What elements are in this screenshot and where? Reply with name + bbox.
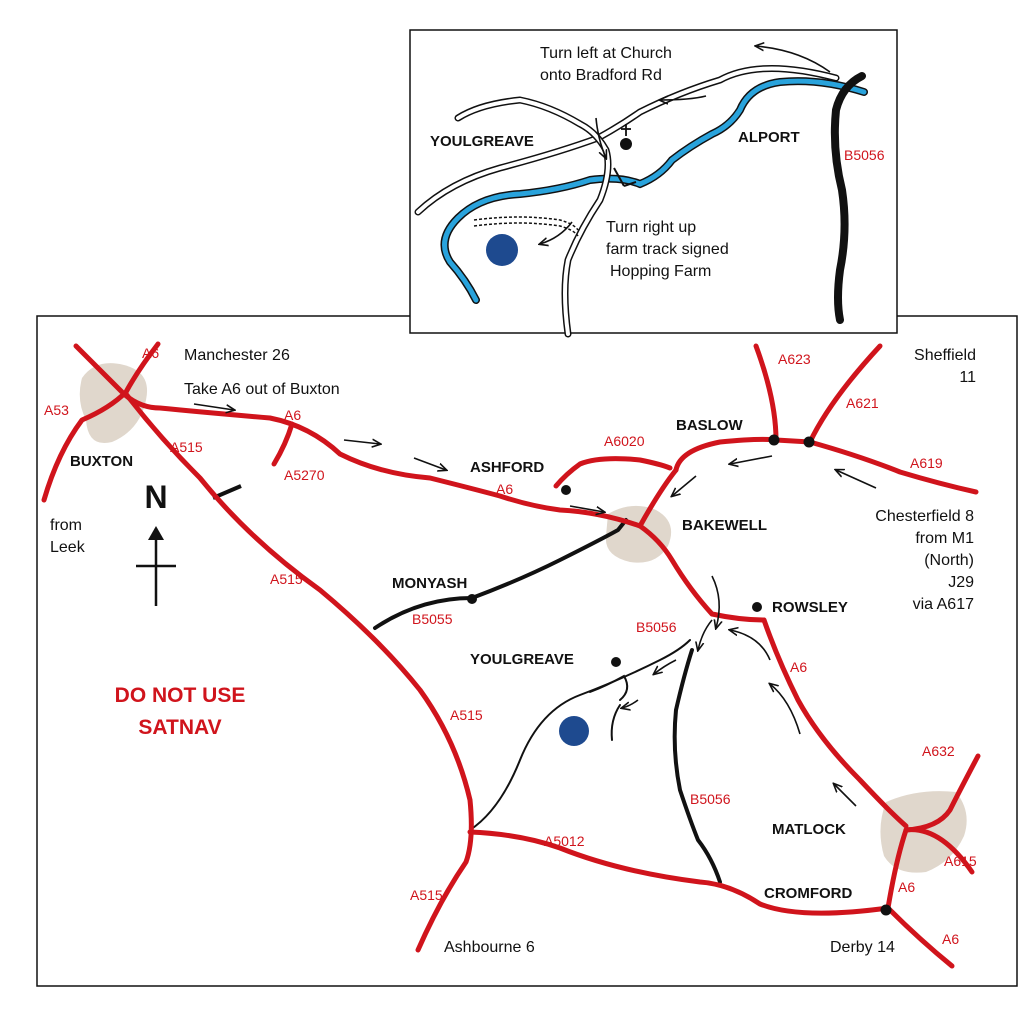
inset-youlgreave-label: YOULGREAVE — [430, 133, 534, 150]
destination-chesterfield-line3: (North) — [924, 552, 974, 569]
a53-road — [41, 341, 161, 503]
cromford-label: CROMFORD — [764, 885, 852, 902]
road-label-a632: A632 — [922, 743, 955, 759]
destination-manchester: Manchester 26 — [184, 347, 290, 364]
river-lathkill — [442, 78, 867, 303]
ashford-label: ASHFORD — [470, 459, 544, 476]
main-map-frame — [36, 315, 1018, 987]
farm-track — [473, 216, 579, 231]
main-map: N BUXTON ASHFORD BASLOW BAKEWELL MONYASH… — [36, 315, 1018, 987]
monyash-label: MONYASH — [392, 575, 467, 592]
destination-marker-icon — [559, 716, 589, 746]
road-label-a53: A53 — [44, 402, 69, 418]
bakewell-baslow-road — [637, 467, 679, 529]
inset-map: YOULGREAVE ALPORT B5056 Turn left at Chu… — [409, 29, 898, 338]
baslow-junction-marker — [803, 436, 815, 448]
ashford-marker — [561, 485, 571, 495]
a6-road-rowsley-matlock — [761, 617, 909, 829]
inset-note-farm-line3: Hopping Farm — [610, 263, 711, 280]
road-label-b5055: B5055 — [412, 611, 453, 627]
inset-note-farm-line2: farm track signed — [606, 241, 729, 258]
road-label-b5056-low: B5056 — [690, 791, 731, 807]
inset-destination-marker-icon — [486, 234, 518, 266]
inset-direction-arrow-icon — [540, 46, 831, 244]
destination-chesterfield-line4: J29 — [948, 574, 974, 591]
satnav-warning-line2: SATNAV — [138, 716, 221, 739]
road-label-a6-derby: A6 — [942, 931, 959, 947]
a632-road — [903, 753, 981, 833]
road-label-a515-mid: A515 — [270, 571, 303, 587]
destination-sheffield-line1: Sheffield — [914, 347, 976, 364]
road-label-a6-top: A6 — [142, 345, 159, 361]
road-label-a5012: A5012 — [544, 833, 585, 849]
road-label-a6-matlock: A6 — [898, 879, 915, 895]
bakewell-label: BAKEWELL — [682, 517, 767, 534]
bridge-marker-end — [623, 181, 637, 187]
road-label-a515-buxton: A515 — [170, 439, 203, 455]
road-label-a6-buxton: A6 — [284, 407, 301, 423]
inset-b5056-road — [830, 72, 866, 324]
b5056-road — [672, 648, 722, 884]
youlgreave-lane — [589, 674, 629, 701]
destination-chesterfield-line5: via A617 — [913, 596, 974, 613]
monyash-marker — [467, 594, 477, 604]
north-arrow-icon: N — [136, 479, 176, 606]
satnav-warning-line1: DO NOT USE — [115, 684, 246, 707]
baslow-label: BASLOW — [676, 417, 744, 434]
north-label: N — [144, 479, 167, 515]
a615-road — [903, 827, 975, 875]
destination-sheffield-line2: 11 — [959, 369, 976, 386]
youlgreave-label: YOULGREAVE — [470, 651, 574, 668]
bridge-marker — [613, 167, 625, 187]
a5012-road — [467, 829, 891, 916]
a6020-road — [553, 456, 673, 489]
a621-road — [807, 343, 883, 445]
direction-arrow-icon — [193, 403, 877, 807]
road-label-a515-bottom: A515 — [410, 887, 443, 903]
inset-note-church-line1: Turn left at Church — [540, 45, 672, 62]
destination-ashbourne: Ashbourne 6 — [444, 939, 535, 956]
road-label-a515-low: A515 — [450, 707, 483, 723]
b5055-road — [373, 518, 628, 630]
road-label-a6-rowsley: A6 — [790, 659, 807, 675]
youlgreave-road — [469, 639, 691, 831]
inset-road-label-b5056: B5056 — [844, 147, 885, 163]
road-label-a619: A619 — [910, 455, 943, 471]
instruction-take-a6: Take A6 out of Buxton — [184, 381, 340, 398]
destination-derby: Derby 14 — [830, 939, 895, 956]
inset-note-farm-line1: Turn right up — [606, 219, 696, 236]
a5270-road — [271, 421, 295, 467]
road-label-a621: A621 — [846, 395, 879, 411]
church-icon — [620, 124, 632, 150]
destination-chesterfield-line1: Chesterfield 8 — [875, 508, 974, 525]
road-label-b5056-top: B5056 — [636, 619, 677, 635]
farm-track-edge — [473, 222, 579, 237]
rowsley-label: ROWSLEY — [772, 599, 848, 616]
road-label-a6-ashford: A6 — [496, 481, 513, 497]
road-main — [416, 66, 838, 214]
matlock-label: MATLOCK — [772, 821, 846, 838]
buxton-label: BUXTON — [70, 453, 133, 470]
a623-road — [753, 343, 779, 443]
destination-chesterfield-line2: from M1 — [915, 530, 974, 547]
inset-alport-label: ALPORT — [738, 129, 800, 146]
rowsley-marker — [752, 602, 762, 612]
road-label-a623: A623 — [778, 351, 811, 367]
road-label-a5270: A5270 — [284, 467, 325, 483]
bakewell-urban-area — [605, 505, 672, 563]
a6-road-buxton-bakewell — [73, 343, 767, 623]
a515-road — [123, 391, 474, 953]
road-label-a615: A615 — [944, 853, 977, 869]
farm-track-lane — [610, 704, 621, 741]
inset-note-church-line2: onto Bradford Rd — [540, 67, 662, 84]
destination-leek-line1: from — [50, 517, 82, 534]
cromford-marker — [880, 904, 892, 916]
destination-leek-line2: Leek — [50, 539, 86, 556]
baslow-marker — [768, 434, 780, 446]
road-label-a6020: A6020 — [604, 433, 645, 449]
youlgreave-marker — [611, 657, 621, 667]
